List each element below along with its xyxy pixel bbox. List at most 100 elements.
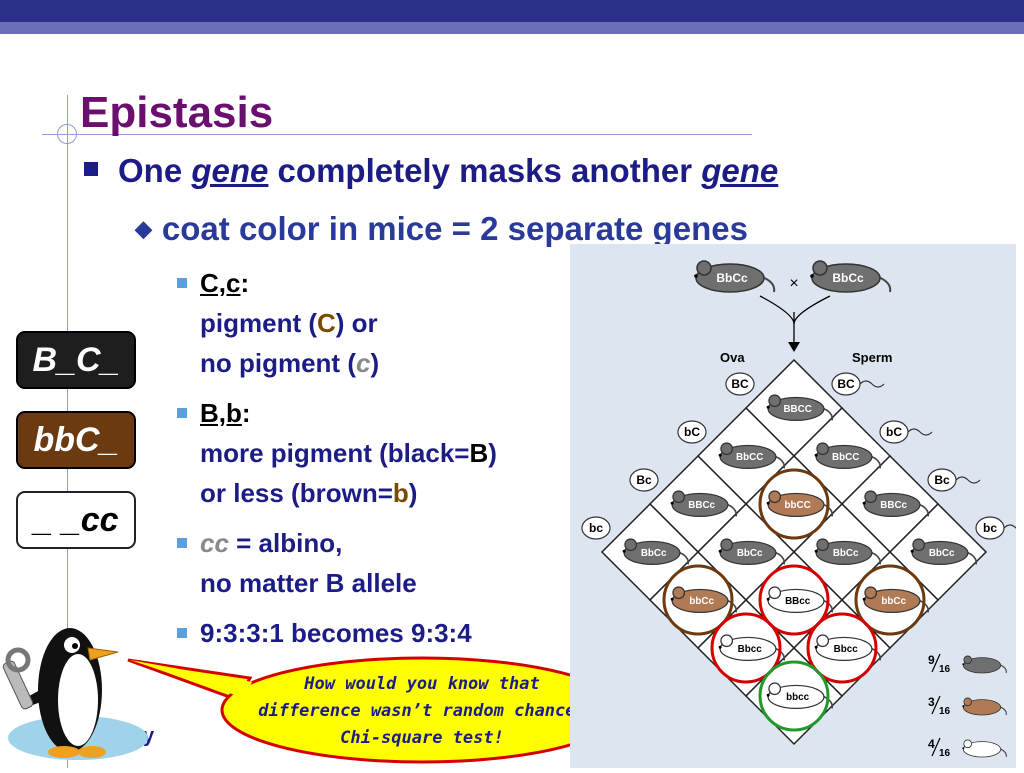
offspring-mouse-11: BBcc — [766, 586, 834, 614]
cross-lines — [759, 295, 831, 325]
offspring-mouse-1-label: BbCC — [832, 452, 859, 463]
offspring-mouse-13: Bbcc — [814, 634, 882, 662]
ratio-num-0: 9 — [928, 653, 935, 667]
offspring-mouse-5-label: BBCc — [688, 500, 715, 511]
offspring-mouse-7-label: BbCc — [833, 548, 859, 559]
sub2-l2b: b — [392, 478, 409, 508]
ratio-row-0: 9 16 — [928, 653, 1007, 675]
red-ring-13 — [806, 612, 878, 684]
red-ring-11 — [758, 564, 830, 636]
ova-gamete-1: bC — [677, 420, 707, 444]
arrow-head-icon — [788, 342, 800, 352]
sub-bullet-albino: cc = albino, no matter B allele — [175, 523, 575, 603]
penguin-icon — [22, 628, 119, 758]
sub1-head: C,c — [200, 268, 241, 298]
sperm-gamete-3: bc — [975, 516, 1024, 540]
ova-gamete-0: BC — [725, 372, 755, 396]
guide-line-horizontal — [42, 134, 752, 135]
bullet1-mid: completely masks another — [268, 152, 702, 189]
footer-fragment: y — [143, 725, 155, 747]
green-ring-15 — [758, 660, 830, 732]
small-square-bullet-icon — [177, 538, 187, 548]
offspring-mouse-2-label: BbCC — [736, 452, 763, 463]
offspring-mouse-10-label: bbCc — [881, 596, 906, 607]
cross-symbol: × — [789, 275, 798, 292]
bullet1-pre: One — [118, 152, 192, 189]
sperm-label: Sperm — [852, 350, 892, 365]
ratio-num-1: 3 — [928, 695, 935, 709]
small-square-bullet-icon — [177, 278, 187, 288]
ratio-row-2: 4 16 — [928, 737, 1007, 759]
sperm-gamete-0: BC — [831, 372, 885, 396]
top-bar-accent — [0, 22, 1024, 34]
bullet2-text: coat color in mice = 2 separate genes — [161, 210, 748, 247]
offspring-mouse-8: BbCc — [718, 538, 786, 566]
sub1-l2a: no pigment ( — [200, 348, 356, 378]
offspring-mouse-9-label: BbCc — [641, 548, 667, 559]
genotype-box-brown: bbC_ — [16, 411, 136, 469]
ratio-mouse-1-icon — [962, 697, 1007, 716]
square-bullet-icon — [84, 162, 98, 176]
sub1-l1c: ) or — [335, 308, 378, 338]
offspring-mouse-4-label: bbCC — [785, 500, 811, 511]
offspring-mouse-6: BbCc — [910, 538, 978, 566]
ratio-den-1: 16 — [939, 706, 951, 717]
ratio-mouse-0-icon — [962, 655, 1007, 674]
sub1-colon: : — [240, 268, 250, 298]
small-square-bullet-icon — [177, 408, 187, 418]
brown-ring-4 — [758, 468, 830, 540]
sub2-head: B,b — [200, 398, 242, 428]
ova-gamete-label-2: Bc — [636, 473, 652, 487]
sperm-gamete-1: bC — [879, 420, 933, 444]
sub2-l2c: ) — [408, 478, 418, 508]
ratio-den-0: 16 — [939, 664, 951, 675]
sub1-l1b: C — [317, 308, 336, 338]
small-square-bullet-icon — [177, 628, 187, 638]
sperm-gamete-label-0: BC — [837, 377, 855, 391]
sub3-l2: no matter B allele — [200, 568, 417, 598]
offspring-mouse-2: BbCC — [718, 442, 786, 470]
callout-line-3: Chi-square test! — [340, 728, 504, 748]
offspring-mouse-12-label: bbCc — [689, 596, 714, 607]
sperm-gamete-label-3: bc — [983, 521, 997, 535]
ova-gamete-2: Bc — [629, 468, 659, 492]
offspring-mouse-13-label: Bbcc — [834, 644, 859, 655]
brown-ring-12 — [662, 564, 734, 636]
parent-mouse-1: BbCc — [694, 260, 776, 293]
ova-gamete-label-3: bc — [589, 521, 603, 535]
parent-mouse-1-label: BbCc — [716, 271, 748, 285]
offspring-mouse-1: BbCC — [814, 442, 882, 470]
parent-mouse-2: BbCc — [810, 260, 892, 293]
speech-bubble — [127, 656, 624, 764]
offspring-mouse-4: bbCC — [766, 490, 834, 518]
sub3-l1: = albino, — [228, 528, 343, 558]
offspring-mouse-12: bbCc — [670, 586, 738, 614]
sub-bullet-ratio: 9:3:3:1 becomes 9:3:4 — [175, 613, 575, 653]
sub-bullet-bb-gene: B,b: more pigment (black=B) or less (bro… — [175, 393, 575, 513]
offspring-mouse-9: BbCc — [622, 538, 690, 566]
bullet1-gene-2: gene — [701, 152, 779, 189]
offspring-mouse-5: BBCc — [670, 490, 738, 518]
offspring-mouse-11-label: BBcc — [785, 596, 811, 607]
sub1-l2b: c — [355, 348, 371, 378]
offspring-mouse-0-label: BBCC — [783, 404, 811, 415]
ova-label: Ova — [720, 350, 745, 365]
bullet1-gene-1: gene — [191, 152, 269, 189]
ratio-mouse-2-icon — [962, 739, 1007, 758]
sub-bullet-cc-gene: C,c: pigment (C) or no pigment (c) — [175, 263, 575, 383]
sub1-l1a: pigment ( — [200, 308, 317, 338]
ratio-row-1: 3 16 — [928, 695, 1007, 717]
sperm-gamete-2: Bc — [927, 468, 981, 492]
sub4-text: 9:3:3:1 becomes 9:3:4 — [200, 618, 472, 648]
bullet-one-gene: One gene completely masks another gene — [84, 152, 778, 190]
diamond-bullet-icon: ◆ — [135, 216, 152, 241]
offspring-mouse-15-label: bbcc — [786, 692, 809, 703]
sub1-l2c: ) — [370, 348, 380, 378]
offspring-mouse-10: bbCc — [862, 586, 930, 614]
top-bar — [0, 0, 1024, 22]
ratio-num-2: 4 — [928, 737, 935, 751]
ratio-den-2: 16 — [939, 748, 951, 759]
brown-ring-10 — [854, 564, 926, 636]
